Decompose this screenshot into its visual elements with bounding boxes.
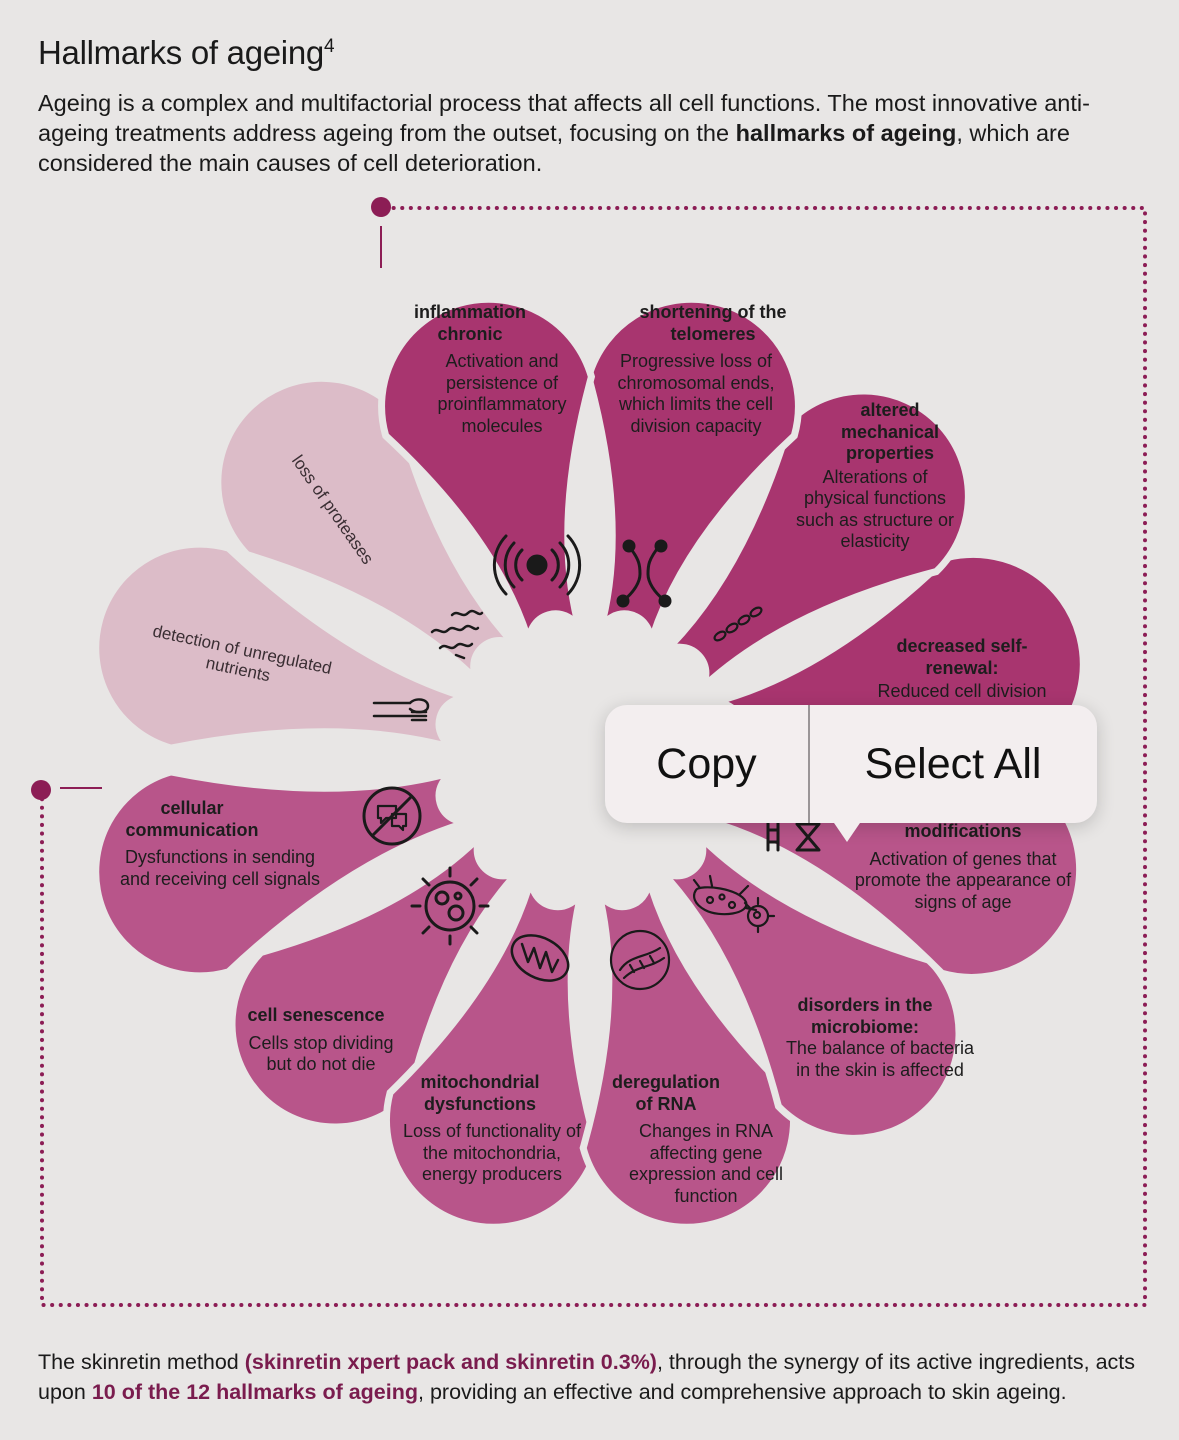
footer-paragraph: The skinretin method (skinretin xpert pa…: [38, 1350, 1135, 1404]
copy-button[interactable]: Copy: [656, 739, 757, 788]
petal-microbiome-text: disorders in the microbiome: The balance…: [780, 995, 980, 1081]
text-selection-menu: Copy Select All: [605, 705, 1097, 823]
mitochondria-icon: [510, 934, 570, 982]
page-title: Hallmarks of ageing4: [38, 34, 335, 71]
petal-selfrenewal-body: Reduced cell division: [877, 681, 1047, 701]
icon-group: [362, 534, 821, 991]
petal-senescence-head: cell senescence: [247, 1005, 385, 1025]
select-all-button[interactable]: Select All: [864, 739, 1042, 788]
petal-telomeres-body: Progressive loss of chromosomal ends, wh…: [617, 351, 775, 436]
no-communication-icon: [362, 786, 422, 846]
menu-divider: [808, 705, 810, 823]
dotted-frame: [40, 206, 1147, 1307]
menu-pointer: [832, 820, 862, 842]
petal-mechanical: [659, 387, 973, 695]
petal-inflammation-text: inflammation chronic Activation and pers…: [400, 302, 600, 437]
petal-telomeres-text: shortening of the telomeres Progressive …: [616, 302, 806, 437]
petal-microbiome-body: The balance of bacteria in the skin is a…: [785, 1038, 975, 1080]
cutlery-icon: [372, 698, 430, 722]
bacteria-icon: [692, 874, 776, 934]
petal-communication: [92, 767, 474, 980]
petal-mitochondrial-text: mitochondrial dysfunctions Loss of funct…: [394, 1072, 590, 1186]
petal-mechanical-body: Alterations of physical functions such a…: [795, 466, 955, 552]
chromosome-icon: [616, 539, 672, 608]
petal-mitochondrial-head: mitochondrial dysfunctions: [420, 1072, 540, 1114]
petal-microbiome-head: disorders in the microbiome:: [797, 995, 933, 1037]
protein-icon: [430, 609, 484, 660]
petal-inflammation-body: Activation and persistence of proinflamm…: [437, 351, 567, 436]
petal-epigenetic-head: modifications: [904, 821, 1022, 841]
petal-nutrients: [92, 540, 474, 753]
petal-communication-body: Dysfunctions in sending and receiving ce…: [119, 847, 321, 889]
petal-telomeres: [584, 295, 802, 648]
rna-icon: [609, 929, 671, 991]
petal-senescence-text: cell senescence Cells stop dividing but …: [226, 1005, 406, 1076]
petal-rna-body: Changes in RNA affecting gene expression…: [628, 1121, 784, 1206]
petal-inflammation-head: inflammation chronic: [413, 302, 526, 344]
frame-dot-top: [371, 197, 391, 217]
petal-communication-text: cellular communication Dysfunctions in s…: [110, 798, 330, 890]
chain-icon: [713, 606, 763, 642]
petal-rna: [579, 873, 798, 1232]
petal-rna-text: deregulation of RNA Changes in RNA affec…: [606, 1072, 806, 1207]
petal-epigenetic-text: modifications Activation of genes that p…: [838, 821, 1088, 913]
petal-rna-head: deregulation of RNA: [611, 1072, 720, 1114]
frame-dot-left: [31, 780, 51, 800]
petal-mitochondrial: [382, 873, 601, 1232]
petal-telomeres-head: shortening of the telomeres: [639, 302, 787, 344]
petal-mechanical-text: altered mechanical properties Alteration…: [790, 400, 970, 553]
inflammation-icon: [492, 534, 582, 596]
petal-communication-head: cellular communication: [125, 798, 259, 840]
petal-senescence: [228, 829, 525, 1131]
petal-mechanical-head: altered mechanical properties: [840, 400, 940, 463]
petal-selfrenewal-text: decreased self-renewal: Reduced cell div…: [862, 636, 1062, 703]
intro-paragraph: Ageing is a complex and multifactorial p…: [38, 90, 1090, 176]
petal-mitochondrial-body: Loss of functionality of the mitochondri…: [402, 1121, 582, 1184]
petal-epigenetic-body: Activation of genes that promote the app…: [854, 848, 1072, 912]
dna-hourglass-icon: [766, 820, 821, 852]
petal-selfrenewal-head: decreased self-renewal:: [896, 636, 1028, 678]
petal-senescence-body: Cells stop dividing but do not die: [248, 1032, 394, 1075]
virus-icon: [410, 866, 490, 946]
